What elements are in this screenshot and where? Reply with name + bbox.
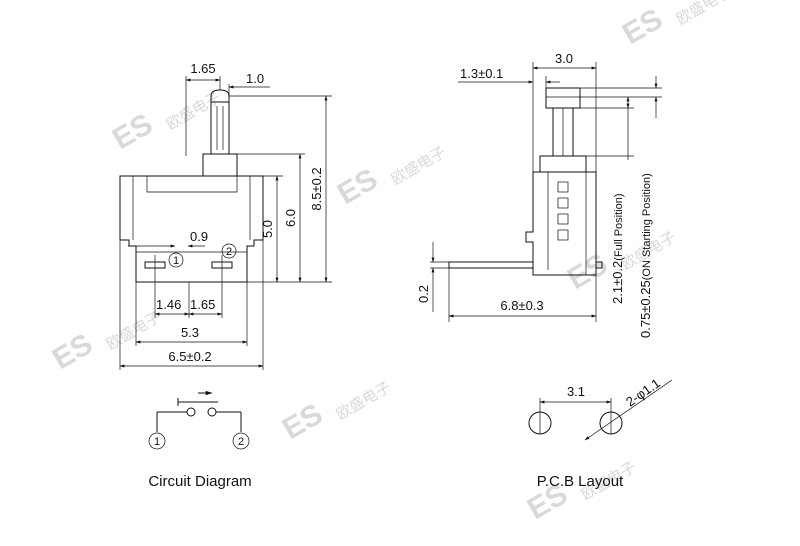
side-slot <box>557 181 569 193</box>
contact-left <box>186 407 196 417</box>
actuator-stem <box>210 101 230 155</box>
pin-2-marker <box>221 243 237 259</box>
dim-width: 6.5±0.2 <box>168 349 211 364</box>
watermark-layer: ES 欧盛电子 ES 欧盛电子 ES 欧盛电子 ES 欧盛电子 ES 欧盛电子 … <box>47 0 734 526</box>
watermark-chars: 欧盛电子 <box>333 378 394 424</box>
circuit-diagram: 1 2 Circuit Diagram <box>148 390 252 490</box>
dim-full-position: 2.1±0.2(Full Position) <box>610 193 625 304</box>
watermark-chars: 欧盛电子 <box>163 88 224 134</box>
dim-side-thickness: 0.2 <box>416 285 431 303</box>
dim-on-position: 0.75±0.25(ON Starting Position) <box>638 173 653 338</box>
watermark-brand: ES <box>332 162 383 211</box>
dim-top-width: 1.65 <box>190 61 215 76</box>
circuit-pin-2-label: 2 <box>238 436 244 448</box>
dim-h-inner: 5.0 <box>260 220 275 238</box>
full-position-note: (Full Position) <box>613 193 625 260</box>
pcb-layout: 3.1 2-φ1.1 P.C.B Layout <box>528 375 673 490</box>
side-view: 3.0 1.3±0.1 0.2 6.8±0.3 2.1±0.2(Full Pos… <box>416 51 662 338</box>
body-window <box>146 176 238 193</box>
pin-1-label: 1 <box>173 255 179 267</box>
side-terminal-stub <box>595 261 603 269</box>
contact-right <box>207 407 217 417</box>
watermark-chars: 欧盛电子 <box>388 143 449 189</box>
full-position-value: 2.1±0.2 <box>610 261 625 304</box>
actuator-base <box>202 153 238 177</box>
pin-1-marker <box>168 252 184 268</box>
side-actuator-head <box>545 87 581 109</box>
watermark-brand: ES <box>47 327 98 376</box>
front-view: 1 2 1.65 1.0 5.0 6.0 8.5±0.2 0.9 <box>119 61 332 370</box>
on-position-note: (ON Starting Position) <box>641 173 653 280</box>
side-terminal <box>448 261 534 269</box>
on-position-value: 0.75±0.25 <box>638 280 653 338</box>
circuit-pin-2-marker <box>232 432 250 450</box>
pin-2-label: 2 <box>226 246 232 258</box>
side-slot <box>557 213 569 225</box>
dim-span: 5.3 <box>181 325 199 340</box>
circuit-caption: Circuit Diagram <box>148 473 251 490</box>
pcb-hole-spec: 2-φ1.1 <box>623 375 663 409</box>
dim-side-length: 6.8±0.3 <box>500 298 543 313</box>
dim-side-top-width: 3.0 <box>555 51 573 66</box>
watermark-brand: ES <box>562 247 613 296</box>
side-slot <box>557 197 569 209</box>
circuit-pin-1-marker <box>148 432 166 450</box>
watermark-brand: ES <box>107 107 158 156</box>
watermark-brand: ES <box>277 397 328 446</box>
side-collar <box>539 155 587 173</box>
dim-h-mid: 6.0 <box>283 209 298 227</box>
dim-side-top-left: 1.3±0.1 <box>460 66 503 81</box>
watermark-chars: 欧盛电子 <box>673 0 734 28</box>
watermark-brand: ES <box>617 2 668 51</box>
side-body <box>525 171 597 276</box>
circuit-pin-1-label: 1 <box>154 436 160 448</box>
dim-h-total: 8.5±0.2 <box>309 167 324 210</box>
dim-top-right: 1.0 <box>246 71 264 86</box>
side-slot <box>557 229 569 241</box>
leader-line <box>584 379 673 441</box>
pcb-caption: P.C.B Layout <box>537 473 624 490</box>
dim-pin-gap: 0.9 <box>190 229 208 244</box>
dim-pin-left: 1.46 <box>156 297 181 312</box>
dim-pin-right: 1.65 <box>190 297 215 312</box>
pcb-spacing: 3.1 <box>567 384 585 399</box>
